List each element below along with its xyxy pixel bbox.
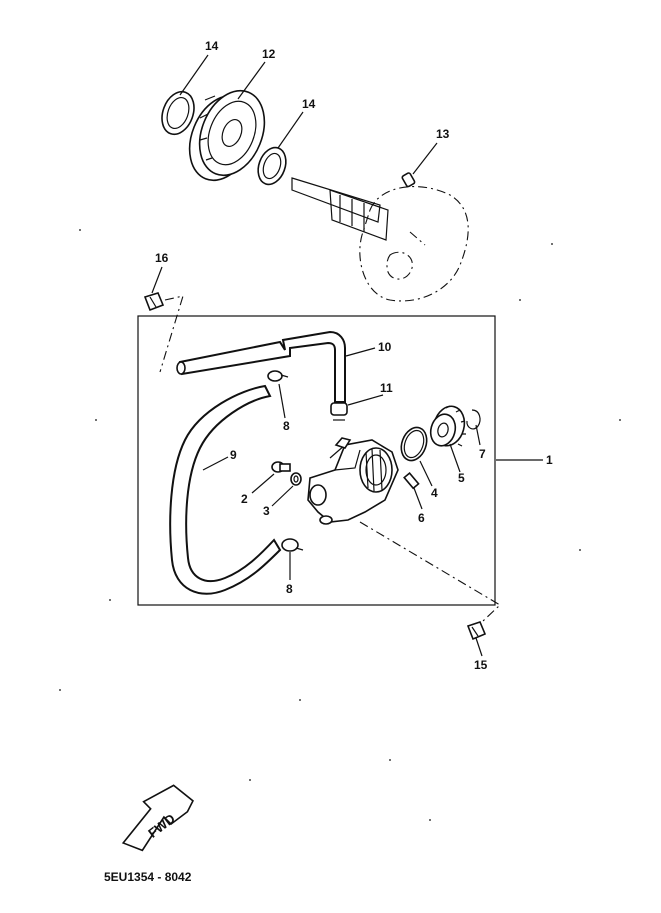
pin-6 (403, 471, 420, 490)
callout-8-lower: 8 (286, 582, 293, 596)
circlip-right (257, 146, 287, 186)
hose-clip-lower (281, 538, 304, 552)
scan-speckles (59, 229, 621, 821)
callout-14-upper: 14 (205, 39, 219, 53)
callout-6: 6 (418, 511, 425, 525)
callout-2: 2 (241, 492, 248, 506)
callout-11: 11 (380, 381, 393, 395)
assembly-box (137, 315, 496, 606)
callout-10: 10 (378, 340, 392, 354)
callout-15: 15 (474, 658, 488, 672)
callout-7: 7 (479, 447, 486, 461)
callout-labels: 14 12 14 13 16 10 11 8 9 2 3 4 5 6 7 1 8… (155, 39, 553, 672)
gasket-washer (290, 472, 302, 486)
oil-pump-body (307, 437, 399, 525)
callout-16: 16 (155, 251, 169, 265)
bolt-16-part (143, 292, 184, 373)
callout-1: 1 (546, 453, 553, 467)
pulley-gear (188, 89, 266, 182)
callout-5: 5 (458, 471, 465, 485)
hose-clip-upper (267, 370, 289, 382)
pump-assembly (169, 330, 501, 622)
bolt-15-part (466, 621, 487, 641)
callout-13: 13 (436, 127, 450, 141)
o-ring (400, 426, 428, 462)
callout-3: 3 (263, 504, 270, 518)
pump-shaft (291, 177, 389, 241)
callout-14-lower: 14 (302, 97, 316, 111)
hose-9 (169, 384, 282, 595)
clamp-11 (330, 402, 348, 421)
hose-10 (176, 330, 346, 403)
leader-lines (151, 54, 543, 657)
fwd-arrow-icon: FWD (121, 784, 194, 852)
drive-gear (429, 405, 466, 447)
dowel-pin (401, 172, 416, 188)
diagram-reference-code: 5EU1354 - 8042 (104, 870, 192, 884)
crankcase-outline (359, 186, 469, 302)
circlip-7 (466, 409, 481, 430)
drain-bolt (271, 461, 291, 473)
upper-assembly (161, 89, 469, 302)
circlip-left (161, 90, 195, 136)
assembly-centerline (359, 521, 501, 622)
callout-12: 12 (262, 47, 276, 61)
callout-9: 9 (230, 448, 237, 462)
callout-8-upper: 8 (283, 419, 290, 433)
callout-4: 4 (431, 486, 438, 500)
